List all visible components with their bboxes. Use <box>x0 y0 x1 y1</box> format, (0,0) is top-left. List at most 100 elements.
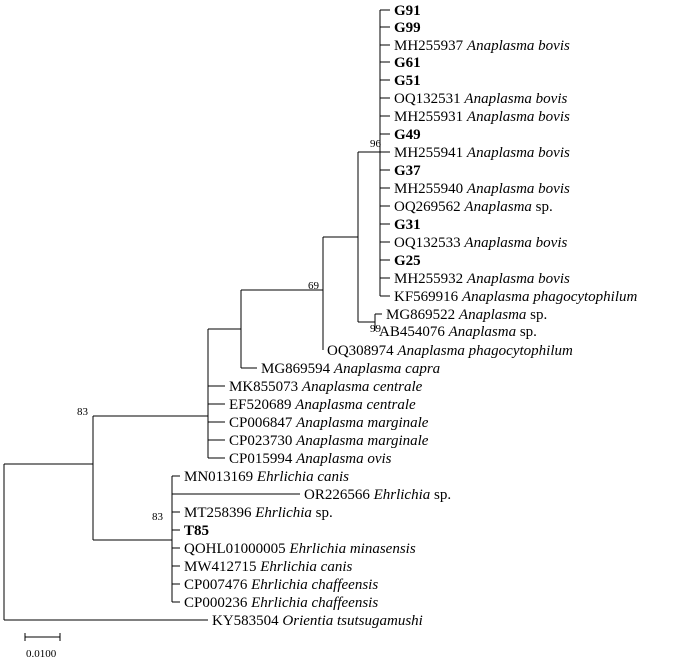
taxon-label-cp015994: CP015994 Anaplasma ovis <box>229 451 392 467</box>
accession-label: G61 <box>394 55 421 71</box>
species-label: Ehrlichia canis <box>259 559 352 575</box>
species-label: Anaplasma bovis <box>466 109 570 125</box>
accession-label: G31 <box>394 217 421 233</box>
accession-label: KY583504 <box>212 613 282 629</box>
taxon-label-mn013169: MN013169 Ehrlichia canis <box>184 469 349 485</box>
taxon-label-cp000236: CP000236 Ehrlichia chaffeensis <box>184 595 378 611</box>
species-label: Anaplasma <box>448 324 517 340</box>
taxon-label-mh255941: MH255941 Anaplasma bovis <box>394 145 570 161</box>
taxon-label-g49: G49 <box>394 127 421 143</box>
taxon-label-qohl01000005: QOHL01000005 Ehrlichia minasensis <box>184 541 416 557</box>
taxon-label-mh255940: MH255940 Anaplasma bovis <box>394 181 570 197</box>
species-label: Anaplasma phagocytophilum <box>396 343 573 359</box>
bootstrap-bovis-clade: 96 <box>370 138 382 150</box>
taxon-label-oq132531: OQ132531 Anaplasma bovis <box>394 91 567 107</box>
species-label: Orientia tsutsugamushi <box>282 613 422 629</box>
taxon-label-mh255931: MH255931 Anaplasma bovis <box>394 109 570 125</box>
tree-branches <box>3 9 390 621</box>
species-label: Ehrlichia chaffeensis <box>250 595 378 611</box>
accession-label: G99 <box>394 20 421 36</box>
taxon-label-g37: G37 <box>394 163 421 179</box>
accession-label: MH255940 <box>394 181 467 197</box>
taxon-label-mw412715: MW412715 Ehrlichia canis <box>184 559 352 575</box>
accession-label: OQ132533 <box>394 235 464 251</box>
accession-label: OR226566 <box>304 487 374 503</box>
accession-label: MG869522 <box>386 307 459 323</box>
scale-bar: 0.0100 <box>24 633 61 660</box>
species-suffix: sp. <box>526 307 547 323</box>
accession-label: MH255932 <box>394 271 467 287</box>
accession-label: AB454076 <box>379 324 449 340</box>
species-label: Anaplasma capra <box>333 361 440 377</box>
species-label: Ehrlichia chaffeensis <box>250 577 378 593</box>
bootstrap-values: 96 99 69 83 83 <box>77 138 382 523</box>
taxon-label-ab454076: AB454076 Anaplasma sp. <box>379 324 537 340</box>
taxon-label-mt258396: MT258396 Ehrlichia sp. <box>184 505 333 521</box>
species-label: Anaplasma bovis <box>463 235 567 251</box>
accession-label: G37 <box>394 163 421 179</box>
accession-label: MT258396 <box>184 505 255 521</box>
accession-label: G49 <box>394 127 421 143</box>
species-suffix: sp. <box>430 487 451 503</box>
taxon-label-cp023730: CP023730 Anaplasma marginale <box>229 433 429 449</box>
taxon-label-ky583504: KY583504 Orientia tsutsugamushi <box>212 613 423 629</box>
taxon-label-cp006847: CP006847 Anaplasma marginale <box>229 415 429 431</box>
accession-label: CP006847 <box>229 415 296 431</box>
accession-label: G25 <box>394 253 421 269</box>
accession-label: CP015994 <box>229 451 296 467</box>
species-label: Anaplasma centrale <box>294 397 416 413</box>
bootstrap-anaplasma: 83 <box>77 406 89 418</box>
species-label: Anaplasma marginale <box>295 433 429 449</box>
accession-label: CP007476 <box>184 577 251 593</box>
bootstrap-ehrlichia: 83 <box>152 511 164 523</box>
accession-label: QOHL01000005 <box>184 541 289 557</box>
bootstrap-anaplasma-sp: 99 <box>370 323 382 335</box>
species-label: Anaplasma phagocytophilum <box>461 289 638 305</box>
taxon-label-g31: G31 <box>394 217 421 233</box>
taxon-label-oq132533: OQ132533 Anaplasma bovis <box>394 235 567 251</box>
accession-label: MH255941 <box>394 145 467 161</box>
accession-label: OQ269562 <box>394 199 464 215</box>
species-label: Anaplasma bovis <box>466 181 570 197</box>
accession-label: MN013169 <box>184 469 257 485</box>
taxon-label-g25: G25 <box>394 253 421 269</box>
species-suffix: sp. <box>312 505 333 521</box>
accession-label: OQ308974 <box>327 343 397 359</box>
accession-label: T85 <box>184 523 209 539</box>
species-label: Ehrlichia canis <box>256 469 349 485</box>
taxon-label-ef520689: EF520689 Anaplasma centrale <box>229 397 416 413</box>
accession-label: MW412715 <box>184 559 260 575</box>
taxon-label-mg869594: MG869594 Anaplasma capra <box>261 361 440 377</box>
species-label: Anaplasma bovis <box>466 271 570 287</box>
species-label: Ehrlichia <box>373 487 431 503</box>
taxon-label-mh255937: MH255937 Anaplasma bovis <box>394 38 570 54</box>
species-label: Anaplasma <box>458 307 527 323</box>
accession-label: MG869594 <box>261 361 334 377</box>
accession-label: EF520689 <box>229 397 295 413</box>
taxon-label-t85: T85 <box>184 523 209 539</box>
species-label: Ehrlichia minasensis <box>288 541 415 557</box>
species-label: Anaplasma ovis <box>295 451 392 467</box>
species-suffix: sp. <box>532 199 553 215</box>
taxon-label-kf569916: KF569916 Anaplasma phagocytophilum <box>394 289 638 305</box>
taxon-label-mg869522: MG869522 Anaplasma sp. <box>386 307 547 323</box>
accession-label: KF569916 <box>394 289 462 305</box>
taxon-label-g99: G99 <box>394 20 421 36</box>
taxon-label-oq269562: OQ269562 Anaplasma sp. <box>394 199 553 215</box>
accession-label: G51 <box>394 73 421 89</box>
species-label: Ehrlichia <box>254 505 312 521</box>
accession-label: MH255937 <box>394 38 467 54</box>
bootstrap-phagocytophilum-group: 69 <box>308 280 320 292</box>
accession-label: MH255931 <box>394 109 467 125</box>
species-label: Anaplasma bovis <box>466 38 570 54</box>
taxon-label-mk855073: MK855073 Anaplasma centrale <box>229 379 423 395</box>
taxon-label-mh255932: MH255932 Anaplasma bovis <box>394 271 570 287</box>
taxon-label-g61: G61 <box>394 55 421 71</box>
taxon-label-or226566: OR226566 Ehrlichia sp. <box>304 487 451 503</box>
species-label: Anaplasma marginale <box>295 415 429 431</box>
species-label: Anaplasma centrale <box>301 379 423 395</box>
taxon-label-g51: G51 <box>394 73 421 89</box>
species-label: Anaplasma bovis <box>466 145 570 161</box>
species-suffix: sp. <box>516 324 537 340</box>
